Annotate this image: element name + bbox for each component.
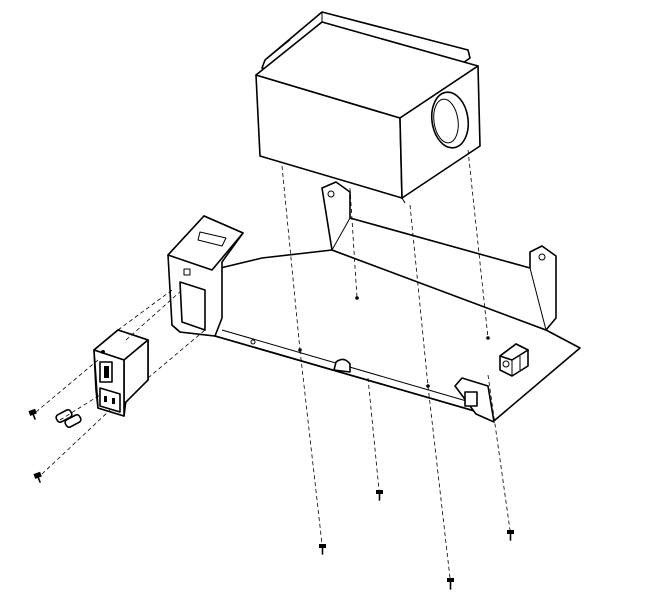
bracket-front-tab — [333, 358, 351, 373]
screw-icon — [319, 544, 326, 555]
assembly-lines — [35, 149, 511, 579]
terminal-screw-icon — [502, 360, 510, 368]
screw-icon — [28, 408, 37, 420]
transformer-opening — [430, 91, 470, 149]
transformer — [255, 11, 481, 204]
plate-hole — [355, 296, 359, 300]
flange-hole-left — [327, 190, 335, 198]
bracket-square-hole — [464, 391, 478, 407]
fuse-2 — [64, 413, 82, 429]
bracket-rear-flange — [321, 181, 557, 331]
bracket-window — [179, 281, 206, 331]
screw-icon — [447, 578, 454, 590]
screw-icon — [33, 471, 42, 483]
bracket-left-wall-top — [167, 215, 244, 271]
power-entry-module — [93, 329, 149, 417]
screw-icon — [376, 490, 383, 501]
flange-hole-right — [538, 253, 546, 261]
terminal-block — [499, 343, 529, 377]
inlet-socket-icon — [99, 387, 121, 413]
screws — [28, 408, 514, 590]
screw-icon — [507, 530, 514, 541]
bracket-slot — [197, 231, 227, 247]
mounting-bracket — [167, 181, 581, 423]
fuses — [55, 408, 82, 429]
